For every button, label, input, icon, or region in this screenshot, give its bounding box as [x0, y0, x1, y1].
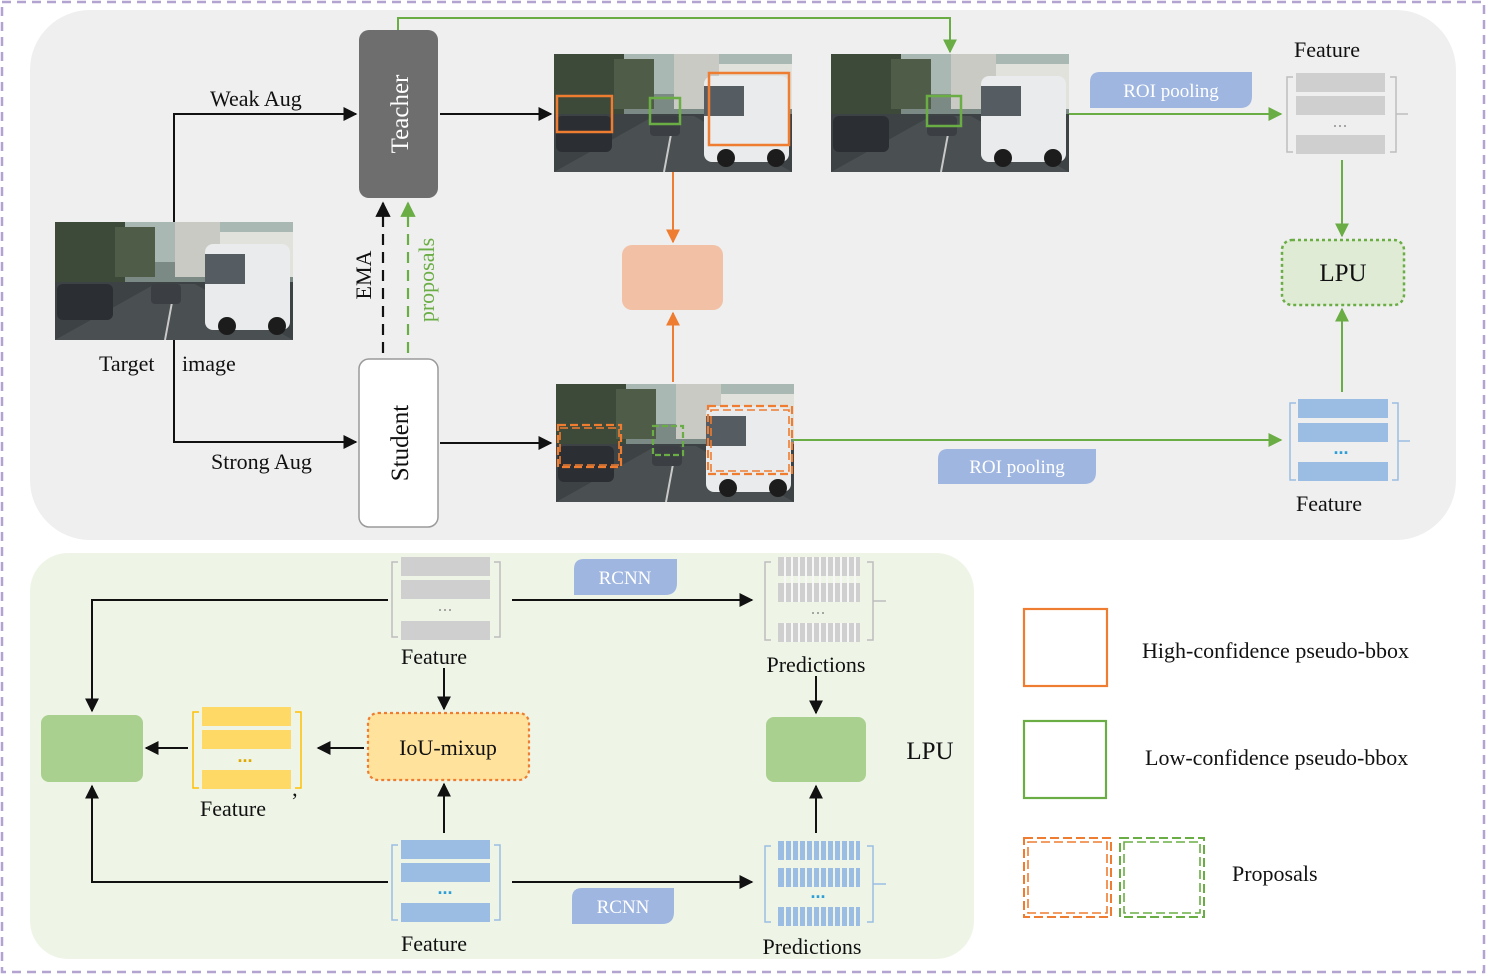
teacher-detection-image	[553, 53, 793, 173]
iou-mixup-block	[366, 711, 531, 782]
high-conf-box	[707, 71, 791, 147]
strong-aug-arrow	[173, 340, 358, 449]
roi-pooling-bottom-label: ROI pooling	[969, 457, 1065, 478]
blue-feature-to-loss-arrow	[85, 784, 388, 883]
mixed-feature-yellow: ...	[192, 707, 302, 789]
feature-bottom-label: Feature	[1296, 491, 1362, 516]
strong-aug-label: Strong Aug	[211, 449, 312, 474]
lpu-feature-top-gray: ...	[391, 557, 501, 640]
teacher-block	[359, 30, 438, 198]
feature-top-label: Feature	[1294, 37, 1360, 62]
predictions-top-gray: ...	[764, 557, 886, 642]
predictions-bottom-blue: ...	[764, 841, 886, 926]
lpu-feature-bottom-blue: ...	[391, 840, 501, 922]
ema-label: EMA	[351, 250, 376, 299]
lpu-label-bottom: LPU	[906, 738, 953, 765]
target-image-label-right: image	[182, 351, 236, 376]
target-image-label-left: Target	[99, 351, 154, 376]
iou-mixup-label: IoU-mixup	[399, 735, 497, 760]
lpu-feature-bottom-label: Feature	[401, 931, 467, 956]
proposal-box	[559, 427, 620, 466]
rcnn-bottom-label: RCNN	[597, 897, 650, 918]
weak-aug-arrow	[173, 107, 358, 222]
legend-high-conf-label: High-confidence pseudo-bbox	[1142, 638, 1409, 663]
mixed-feature-prime: ’	[291, 788, 298, 813]
mixed-feature-dots: ...	[237, 746, 252, 766]
proposals-label: proposals	[414, 238, 439, 322]
roi-pooling-top-tag	[1090, 72, 1252, 108]
legend-proposals-label: Proposals	[1232, 861, 1318, 886]
predictions-top-label: Predictions	[767, 652, 866, 677]
student-block	[358, 358, 439, 528]
consistency-loss-block	[41, 715, 143, 782]
target-image	[54, 221, 294, 341]
roi-pooling-top-label: ROI pooling	[1123, 81, 1219, 102]
low-conf-routing-arrow	[397, 17, 957, 54]
rcnn-top-label: RCNN	[599, 568, 652, 589]
predictions-bottom-label: Predictions	[763, 934, 862, 959]
feature-top-gray: ...	[1286, 73, 1408, 154]
rcnn-bottom-tag	[572, 888, 674, 924]
legend-low-conf-label: Low-confidence pseudo-bbox	[1145, 745, 1408, 770]
rcnn-top-tag	[574, 559, 677, 595]
feature-bottom-blue: ...	[1289, 399, 1410, 481]
mixed-feature-label: Feature	[200, 796, 266, 821]
roi-pooling-bottom-tag	[938, 449, 1096, 484]
proposal-box	[706, 404, 794, 476]
lpu-block	[1280, 238, 1406, 307]
proposal-box	[710, 409, 790, 472]
gray-feature-to-loss-arrow	[85, 599, 388, 713]
proposal-box	[556, 423, 623, 469]
legend-low-conf-swatch	[1022, 719, 1108, 800]
lpu-label-top: LPU	[1319, 260, 1366, 287]
legend-high-conf-swatch	[1022, 607, 1109, 688]
feature-bottom-dots: ...	[1333, 438, 1348, 458]
lpu-feature-top-label: Feature	[401, 644, 467, 669]
student-label: Student	[387, 405, 414, 481]
teacher-label: Teacher	[387, 74, 414, 153]
low-conf-box	[925, 94, 963, 128]
low-confidence-image	[830, 53, 1070, 173]
student-detection-image	[555, 383, 795, 503]
proposal-box	[651, 424, 685, 457]
predictions-top-dots: ...	[810, 598, 825, 618]
predictions-bottom-dots: ...	[810, 882, 825, 902]
low-conf-box	[648, 96, 682, 126]
weak-aug-label: Weak Aug	[210, 86, 302, 111]
lpu-feature-top-dots: ...	[437, 595, 452, 615]
supervised-loss-block	[622, 245, 723, 310]
high-conf-box	[555, 94, 614, 134]
lpu-feature-bottom-dots: ...	[437, 878, 452, 898]
prediction-loss-block	[766, 717, 866, 782]
legend-proposals-swatch	[1023, 837, 1205, 918]
feature-top-dots: ...	[1332, 111, 1347, 131]
